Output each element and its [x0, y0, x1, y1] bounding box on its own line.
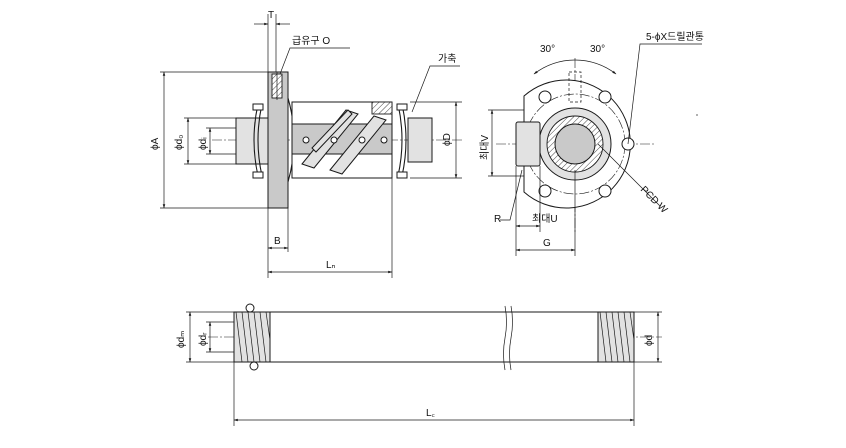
oil-port-label: 급유구 O — [292, 35, 330, 47]
angle-left-label: 30° — [540, 44, 555, 55]
wiper-left — [253, 103, 259, 177]
dim-D-label: ϕD — [442, 133, 453, 146]
stray-dot — [696, 114, 698, 116]
dim-Ln-label: Lₙ — [326, 260, 336, 271]
dim-G-label: G — [543, 238, 551, 249]
dim-T-label: T — [268, 10, 274, 21]
return-tube-end — [515, 121, 541, 167]
wiper-right — [397, 103, 403, 177]
flange — [267, 71, 289, 209]
nut-end-view: 30° 30° 5-ϕX드릴관통 PCD W 최대V R 최대U G — [479, 30, 704, 256]
dim-maxU-label: 최대U — [532, 213, 558, 225]
shaft-stub-left — [235, 117, 269, 165]
dim-do-label: ϕd₀ — [174, 135, 185, 150]
dim-dr-label: ϕdᵣ — [198, 332, 209, 346]
shaft-body — [233, 311, 635, 363]
return-tubes — [301, 109, 387, 175]
screw-shaft-view: ϕdₘ ϕdᵣ ϕd L꜀ — [176, 303, 662, 426]
thread-right — [597, 311, 635, 363]
flange-label: 가축 — [438, 53, 456, 65]
dim-R-label: R — [494, 214, 501, 225]
dim-di-label: ϕdᵢ — [198, 137, 209, 150]
shaft-stub-right — [407, 117, 433, 163]
pcd-label: PCD W — [638, 184, 670, 216]
nut-section-hatch — [371, 101, 393, 115]
nut-side-view: T 급유구 O 가축 ϕA ϕd₀ ϕdᵢ ϕD B — [150, 10, 462, 278]
dim-maxV-label: 최대V — [479, 135, 491, 160]
dim-d-label: ϕd — [644, 335, 655, 346]
dim-B-label: B — [274, 236, 281, 247]
dim-dm-label: ϕdₘ — [176, 331, 187, 348]
dim-A-label: ϕA — [150, 137, 161, 150]
shaft-end — [554, 123, 596, 165]
angle-right-label: 30° — [590, 44, 605, 55]
thread-left — [233, 311, 271, 363]
drill-label: 5-ϕX드릴관통 — [646, 30, 704, 43]
dim-Lc-label: L꜀ — [426, 408, 436, 419]
